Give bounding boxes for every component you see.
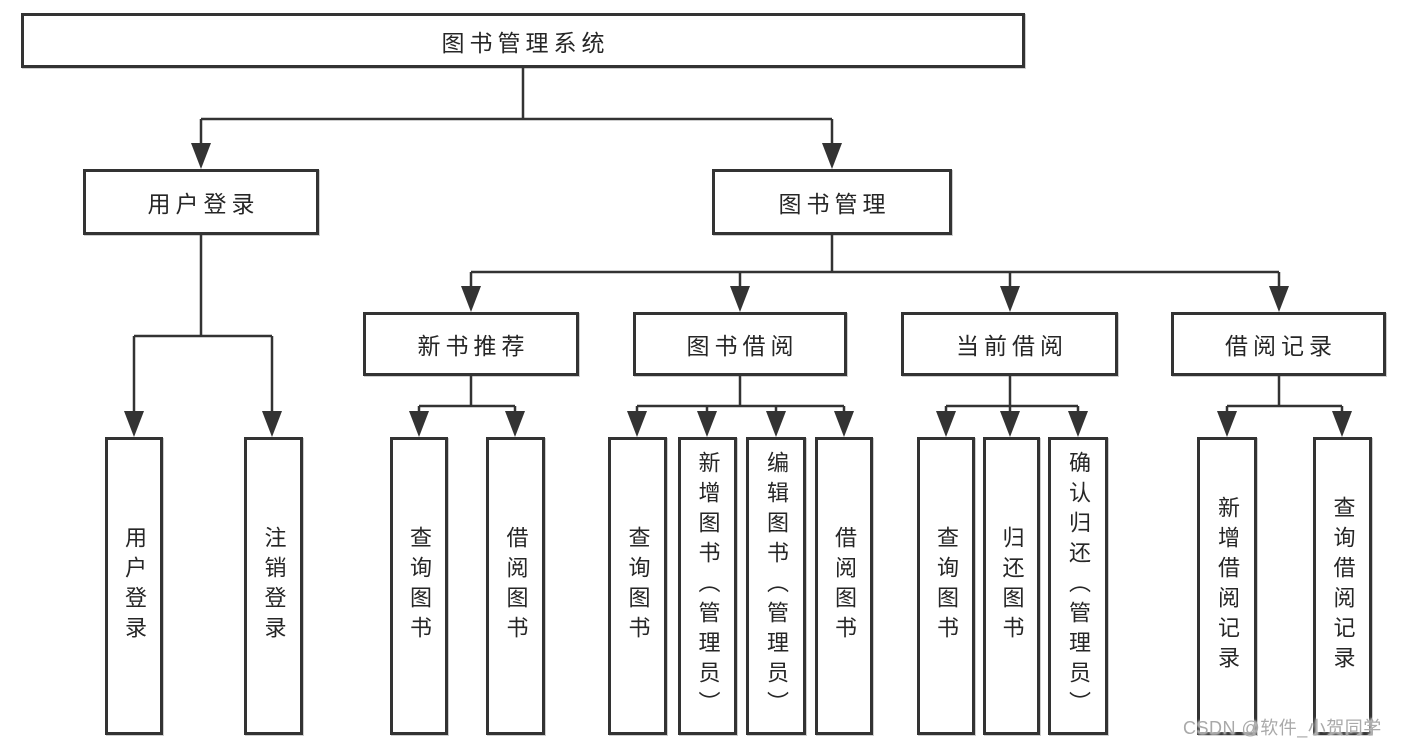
leaf-add-books-admin: 新增图书（管理员） <box>678 437 737 735</box>
node-label: 编辑图书（管理员） <box>764 451 789 721</box>
leaf-query-books: 查询图书 <box>390 437 448 735</box>
node-book-borrowing: 图书借阅 <box>633 312 847 376</box>
node-label: 图书借阅 <box>686 333 799 359</box>
leaf-return-books: 归还图书 <box>983 437 1040 735</box>
node-label: 当前借阅 <box>956 333 1068 359</box>
node-label: 借阅记录 <box>1225 333 1337 359</box>
node-borrowing-records: 借阅记录 <box>1171 312 1386 376</box>
leaf-query-books: 查询图书 <box>917 437 975 735</box>
leaf-user-login: 用户登录 <box>105 437 163 735</box>
node-label: 注销登录 <box>261 526 287 646</box>
leaf-borrow-books: 借阅图书 <box>486 437 545 735</box>
node-label: 查询图书 <box>625 526 651 646</box>
node-book-management: 图书管理 <box>712 169 952 235</box>
node-label: 用户登录 <box>147 191 260 217</box>
leaf-edit-books-admin: 编辑图书（管理员） <box>746 437 806 735</box>
node-label: 图书管理系统 <box>441 29 610 56</box>
arrowheads <box>124 143 1352 437</box>
leaf-confirm-return-admin: 确认归还（管理员） <box>1048 437 1108 735</box>
leaf-logout: 注销登录 <box>244 437 303 735</box>
csdn-watermark: CSDN @软件_小贺同学 <box>1183 718 1382 738</box>
node-label: 确认归还（管理员） <box>1066 451 1091 721</box>
node-label: 图书管理 <box>778 191 891 217</box>
leaf-query-borrow-record: 查询借阅记录 <box>1313 437 1372 735</box>
node-current-borrowing: 当前借阅 <box>901 312 1118 376</box>
leaf-add-borrow-record: 新增借阅记录 <box>1197 437 1257 735</box>
node-label: 查询图书 <box>407 526 432 646</box>
node-label: 新增图书（管理员） <box>695 451 721 721</box>
node-label: 借阅图书 <box>832 526 857 646</box>
node-label: 查询图书 <box>934 526 959 646</box>
node-label: 新书推荐 <box>417 333 530 359</box>
node-label: 用户登录 <box>122 526 147 646</box>
leaf-query-books: 查询图书 <box>608 437 667 735</box>
node-label: 归还图书 <box>999 526 1025 646</box>
node-label: 借阅图书 <box>503 526 529 646</box>
leaf-borrow-books: 借阅图书 <box>815 437 873 735</box>
node-root-library-system: 图书管理系统 <box>21 13 1025 68</box>
node-label: 新增借阅记录 <box>1215 496 1240 676</box>
node-new-book-recommendation: 新书推荐 <box>363 312 579 376</box>
node-user-login: 用户登录 <box>83 169 319 235</box>
node-label: 查询借阅记录 <box>1330 496 1356 676</box>
